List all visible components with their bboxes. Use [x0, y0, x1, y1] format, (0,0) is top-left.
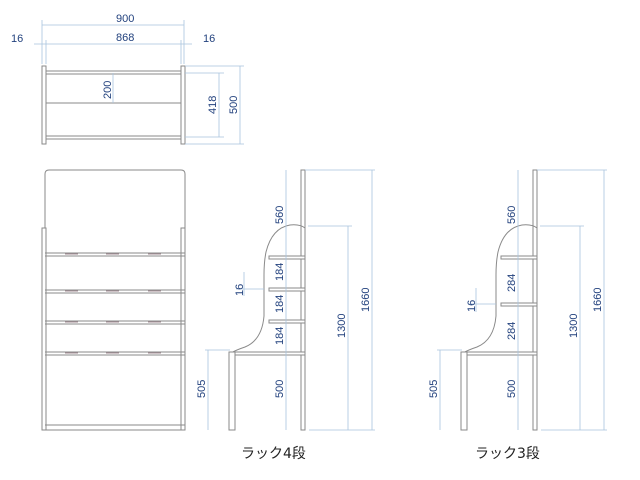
dim-560: 560	[274, 206, 286, 224]
rack3-label: ラック3段	[475, 446, 540, 462]
dim-868: 868	[116, 32, 134, 44]
front-shelves	[45, 252, 185, 356]
dim-284-1: 284	[506, 274, 518, 292]
rack4-label: ラック4段	[241, 446, 306, 462]
dim-16: 16	[466, 300, 478, 312]
dim-1300: 1300	[336, 314, 348, 338]
dim-500: 500	[506, 380, 518, 398]
top-shelf	[45, 70, 182, 75]
dim-284-2: 284	[506, 322, 518, 340]
top-view: 900 868 16 16 200 418 500	[11, 13, 244, 145]
bottom-shelf	[45, 135, 182, 140]
left-panel	[41, 65, 47, 145]
dim-500: 500	[274, 380, 286, 398]
dim-184-1: 184	[274, 263, 286, 281]
dim-184-2: 184	[274, 295, 286, 313]
dim-560: 560	[506, 206, 518, 224]
dim-1660: 1660	[360, 288, 372, 312]
dim-16: 16	[234, 284, 246, 296]
dim-900: 900	[116, 13, 134, 25]
front-view	[41, 169, 186, 431]
dim-184-3: 184	[274, 327, 286, 345]
dim-1300: 1300	[568, 314, 580, 338]
right-panel	[180, 65, 186, 145]
dim-16-right: 16	[203, 33, 215, 45]
dim-1660: 1660	[592, 288, 604, 312]
dim-418: 418	[207, 96, 219, 114]
dim-200: 200	[102, 81, 114, 99]
dim-16-left: 16	[11, 33, 23, 45]
rack4-side-view: 560 184 184 184 16 500 505 1300 1660 ラック…	[196, 169, 375, 462]
dim-505: 505	[196, 380, 208, 398]
dim-500: 500	[228, 96, 240, 114]
rack3-side-view: 560 284 284 16 500 505 1300 1660 ラック3段	[428, 169, 607, 462]
dim-505: 505	[428, 380, 440, 398]
